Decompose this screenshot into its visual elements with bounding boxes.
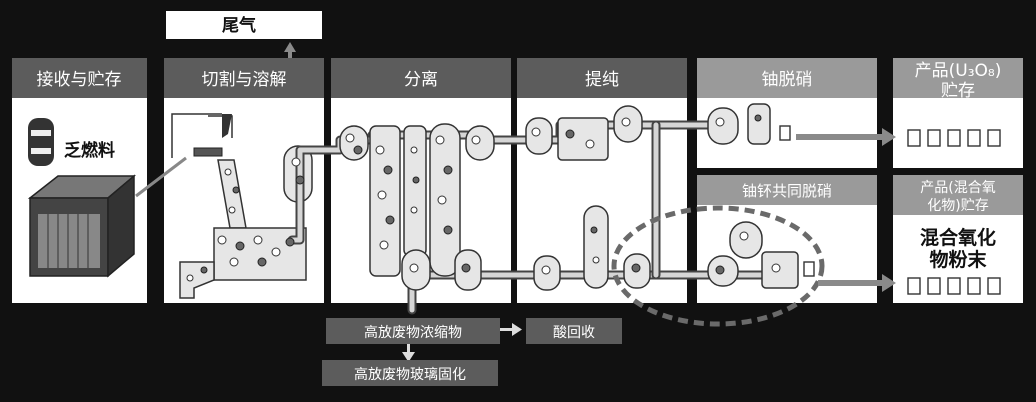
svg-text:酸回收: 酸回收 [553,325,595,341]
stage-header-purification: 提纯 [517,58,687,98]
product-arrow-u3o8 [796,128,896,146]
spent-fuel-cask-icon [28,118,54,166]
exhaust-label: 尾气 [222,15,256,36]
purification-equipment [525,105,651,291]
stage-header-separation: 分离 [331,58,511,98]
svg-text:产品(U₃O₈): 产品(U₃O₈) [915,61,1002,81]
stage-header-cut-dissolve: 切割与溶解 [164,58,324,98]
svg-text:铀钚共同脱硝: 铀钚共同脱硝 [742,182,832,200]
exhaust-label-box: 尾气 [166,11,322,58]
flow-arrow-acid [500,323,522,336]
svg-text:接收与贮存: 接收与贮存 [37,70,122,90]
svg-text:高放废物浓缩物: 高放废物浓缩物 [364,324,462,341]
svg-text:铀脱硝: 铀脱硝 [762,70,813,90]
u-denitration-equipment [707,103,791,145]
flow-arrow-vitrify [402,344,415,362]
mox-powder-label: 混合氧化 [920,226,996,249]
flow-hlw-vitrification: 高放废物玻璃固化 [322,360,498,386]
mox-powder-label-2: 物粉末 [929,248,987,271]
stage-header-u-denitration: 铀脱硝 [697,58,877,98]
svg-text:产品(混合氧: 产品(混合氧 [920,180,995,196]
svg-text:分离: 分离 [404,70,438,90]
flow-hlw-concentrate: 高放废物浓缩物 [326,318,500,344]
svg-text:高放废物玻璃固化: 高放废物玻璃固化 [354,366,466,383]
stage-header-mox-storage: 产品(混合氧 化物)贮存 [893,175,1023,215]
product-arrow-mox [818,274,896,292]
co-processing-highlight [611,205,825,327]
svg-text:提纯: 提纯 [585,70,619,90]
svg-text:化物)贮存: 化物)贮存 [927,198,988,214]
u3o8-containers [907,129,1001,147]
flow-acid-recovery: 酸回收 [526,318,622,344]
exhaust-arrow-icon [284,42,296,52]
liquid-droplets [186,114,781,282]
stage-header-receive-store: 接收与贮存 [12,58,147,98]
stage-header-co-denitration: 铀钚共同脱硝 [697,175,877,205]
mox-containers [907,277,1001,295]
svg-text:贮存: 贮存 [941,81,975,101]
stage-header-u3o8-storage: 产品(U₃O₈) 贮存 [893,58,1023,101]
svg-text:切割与溶解: 切割与溶解 [202,70,287,90]
spent-fuel-label: 乏燃料 [64,140,115,161]
fuel-transfer-line [135,156,187,198]
storage-rack-icon [27,174,137,278]
